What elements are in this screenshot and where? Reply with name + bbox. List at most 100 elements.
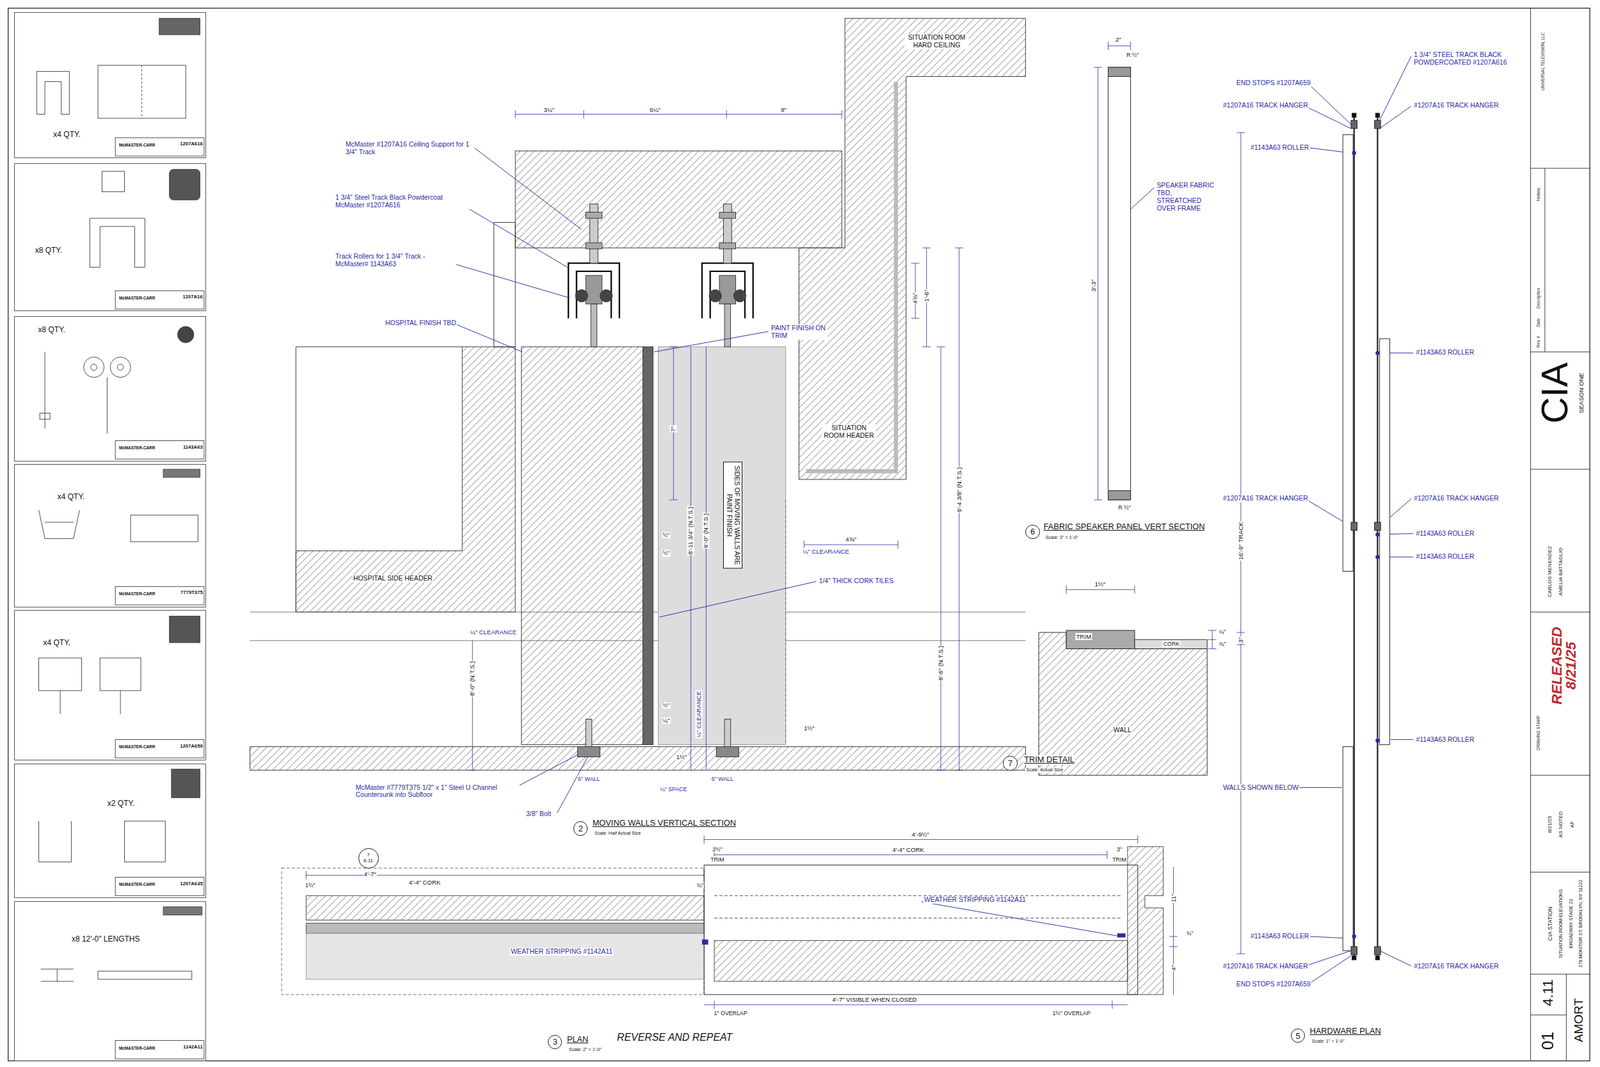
hardware-plan	[1374, 120, 1382, 129]
wall-section	[590, 304, 598, 347]
dimension-text: 1½"	[304, 881, 316, 889]
drawing-title: PLAN	[566, 1034, 589, 1045]
dimension-text: 6" WALL	[577, 775, 601, 783]
annotation-note: 1/4" THICK CORK TILES	[818, 577, 895, 585]
catalog-sketch	[90, 364, 98, 371]
part-number: 1207A659	[179, 743, 203, 750]
annotation-note: #1207A16 TRACK HANGER	[1222, 962, 1309, 971]
dimension-text: 6" WALL	[711, 775, 735, 783]
callout-circle: 3	[547, 1034, 562, 1049]
annotation-note: #1143A63 ROLLER	[1415, 348, 1475, 357]
part-number: 1207A635	[179, 881, 203, 888]
dimension-text: ¼"	[1218, 628, 1227, 635]
catalog-sketch	[169, 616, 201, 643]
title-block-text: CARLOS MENENDEZ	[1546, 545, 1553, 598]
scale-note: Scale: 3" = 1'-0"	[1045, 535, 1080, 541]
catalog-sketch	[159, 18, 201, 35]
part-name: SITUATION ROOM HEADER	[821, 424, 877, 440]
annotation-note: WALLS SHOWN BELOW	[1222, 784, 1300, 792]
catalog-sketch	[101, 171, 125, 192]
catalog-sketch	[120, 690, 121, 715]
annotation-note: #1143A63 ROLLER	[1415, 529, 1475, 538]
dimension-line	[911, 263, 920, 319]
hardware-plan	[1351, 946, 1358, 955]
dimension-text: ½"	[662, 702, 671, 709]
dimension-text: ¾"	[1218, 640, 1227, 648]
catalog-panel: x4 QTY.McMASTER-CARR7779T375	[14, 464, 207, 607]
annotation-note: #1207A16 TRACK HANGER	[1413, 494, 1500, 503]
catalog-sketch	[110, 357, 131, 378]
leader-line	[444, 147, 816, 813]
dimension-text: 8"	[780, 106, 788, 114]
plan-view	[281, 867, 704, 995]
hardware-plan	[1374, 946, 1382, 955]
callout-number: 6.11	[363, 858, 374, 864]
annotation-note: WEATHER STRIPPING #1142A11	[510, 947, 614, 956]
trim-detail	[1134, 639, 1208, 649]
catalog-sketch	[44, 352, 46, 429]
wall-section	[521, 346, 644, 745]
part-name: CORK	[1162, 640, 1181, 648]
plan-view	[714, 895, 1123, 918]
drawing-title: REVERSE AND REPEAT	[616, 1031, 733, 1044]
catalog-sketch	[130, 515, 198, 542]
hardware-plan	[1352, 955, 1357, 960]
catalog-sketch	[99, 657, 141, 691]
dimension-text: 11"	[1169, 892, 1177, 903]
catalog-sketch	[115, 290, 205, 310]
catalog-sketch	[97, 970, 192, 980]
catalog-sketch	[39, 510, 80, 539]
annotation-note: WEATHER STRIPPING #1142A11	[923, 896, 1027, 904]
quantity-note: x8 QTY.	[35, 246, 63, 256]
hardware-plan	[1352, 113, 1357, 118]
vendor-logo: McMASTER-CARR	[119, 295, 155, 301]
dimension-line	[690, 346, 706, 770]
quantity-note: x4 QTY.	[42, 638, 70, 648]
quantity-note: x2 QTY.	[107, 799, 135, 809]
scale-note: Scale: Half Actual Size	[593, 830, 642, 836]
quantity-note: x8 QTY.	[37, 325, 65, 335]
dimension-text: 3"	[1237, 636, 1245, 644]
plan-view	[714, 940, 1128, 982]
scale-note: Scale: 2" = 1'-0"	[568, 1047, 603, 1053]
wall-section	[719, 242, 736, 249]
dimension-text: 1½" OVERLAP	[1051, 1009, 1091, 1017]
trim-detail	[1038, 632, 1208, 776]
dimension-text: 1" OVERLAP	[713, 1009, 749, 1017]
callout-circle: 2	[573, 821, 588, 836]
vendor-logo: McMASTER-CARR	[119, 881, 155, 887]
catalog-sketch	[163, 906, 203, 916]
vendor-logo: McMASTER-CARR	[119, 1045, 155, 1051]
wall-section	[295, 346, 463, 612]
part-number: 1143A63	[183, 444, 203, 451]
catalog-panel: x8 12'-0" LENGTHSMcMASTER-CARR1142A11	[14, 901, 207, 1062]
wall-section	[250, 18, 1026, 771]
plan-view	[704, 864, 1138, 994]
title-block-text: Date	[1536, 317, 1542, 328]
dimension-text: 3'-3"	[1090, 279, 1098, 293]
catalog-sketch	[115, 586, 205, 605]
dimension-line	[1236, 132, 1245, 954]
dimension-line	[936, 346, 946, 770]
title-block-text: 8/21/25	[1546, 815, 1553, 834]
hardware-plan	[1375, 955, 1380, 960]
catalog-sketch	[177, 326, 194, 343]
wall-section	[719, 211, 736, 219]
hardware-plan	[1352, 934, 1357, 939]
callout-number: 7	[366, 852, 370, 858]
sheet-frame	[8, 8, 1590, 1062]
drawing-title: TRIM DETAIL	[1023, 755, 1076, 765]
catalog-sketch	[83, 357, 105, 378]
annotation-note: #1207A16 TRACK HANGER	[1222, 101, 1309, 110]
title-block-text: SITUATION ROOM ELEVATIONS	[1558, 888, 1564, 959]
dimension-line	[468, 640, 477, 770]
leader-line	[606, 187, 1154, 954]
wall-section	[585, 211, 603, 219]
dimension-text: 8'-6" (N.T.S.)	[936, 645, 944, 681]
wall-section	[716, 746, 739, 758]
dimension-text: 8'-0" (N.T.S.)	[469, 660, 477, 697]
part-number: 7779T375	[180, 590, 203, 596]
catalog-sketch	[89, 218, 145, 267]
catalog-sketch	[117, 364, 124, 371]
